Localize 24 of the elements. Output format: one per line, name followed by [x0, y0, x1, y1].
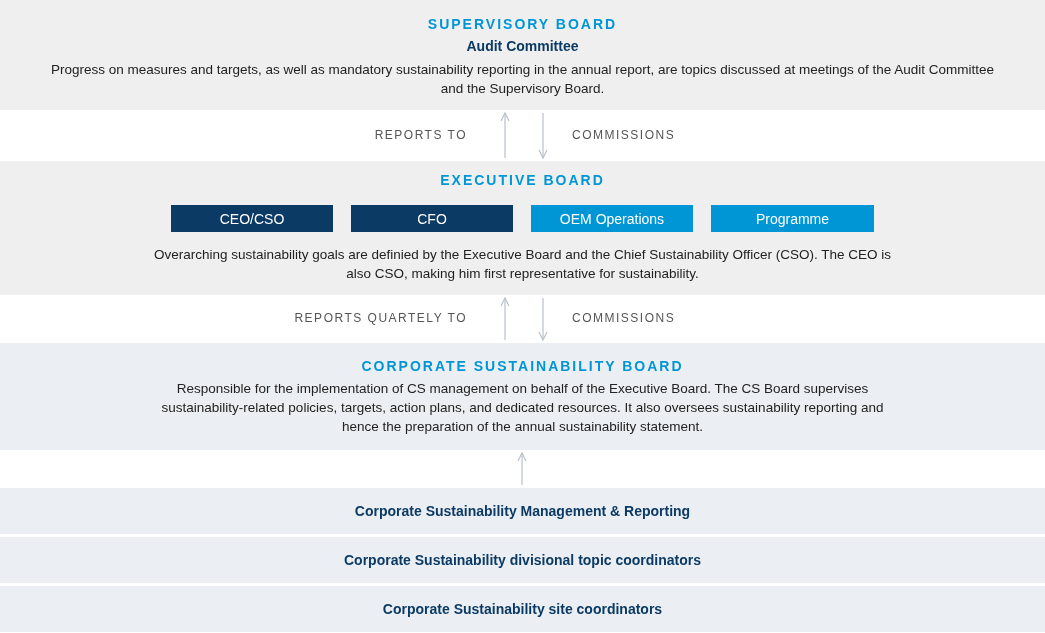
- description-text: Responsible for the implementation of CS management on behalf of the Executive Board. The CS Board supervises sustainability-related policies, targets, action plans, and dedicated resources. It also oversees sustainability reporting and hence the preparation of the annual sustainability statement.: [160, 380, 885, 436]
- board-title: SUPERVISORY BOARD: [426, 16, 619, 32]
- role-name: CFO: [417, 210, 447, 227]
- role-box: [351, 205, 513, 232]
- committee-name: Audit Committee: [465, 38, 580, 54]
- role-name: OEM Operations: [559, 210, 665, 227]
- role-box: [711, 205, 874, 232]
- role-box: [171, 205, 333, 232]
- arrow: [538, 112, 548, 159]
- team-name: Corporate Sustainability divisional topic coordinators: [343, 552, 702, 568]
- role-name: CEO/CSO: [219, 210, 285, 227]
- arrow: [500, 112, 510, 159]
- board-panel: [0, 161, 1045, 295]
- arrow: [500, 297, 510, 341]
- arrow: [517, 452, 527, 486]
- description-text: Overarching sustainability goals are definied by the Executive Board and the Chief Sustainability Officer (CSO). The CEO is also CSO, making him first representative for sustainability.: [152, 246, 893, 283]
- arrow: [538, 297, 548, 341]
- board-title: EXECUTIVE BOARD: [439, 172, 606, 188]
- board-title: CORPORATE SUSTAINABILITY BOARD: [360, 358, 685, 374]
- description-text: Progress on measures and targets, as well as mandatory sustainability reporting in the annual report, are topics discussed at meetings of the Audit Committee and the Supervisory Board.: [49, 61, 996, 98]
- role-box: [531, 205, 693, 232]
- team-name: Corporate Sustainability site coordinators: [382, 601, 663, 617]
- team-name: Corporate Sustainability Management & Reporting: [354, 503, 691, 519]
- role-name: Programme: [755, 210, 830, 227]
